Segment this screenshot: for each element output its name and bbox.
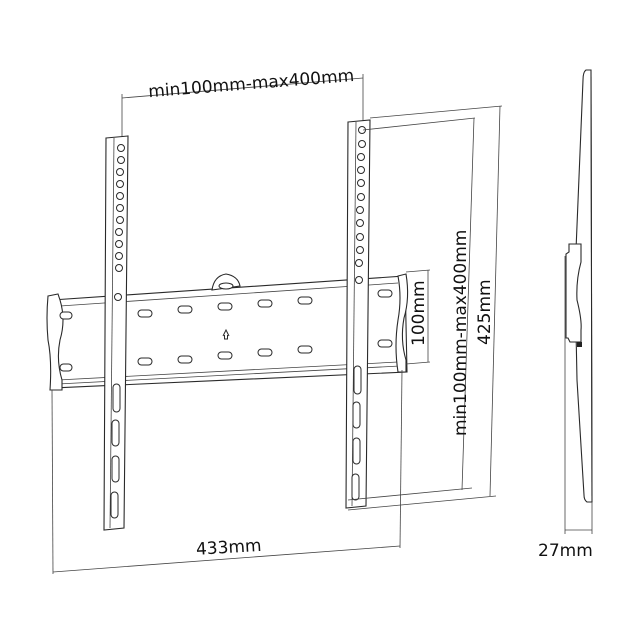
- arm-height-label: 425mm: [475, 279, 495, 345]
- overall-width-label: 433mm: [195, 536, 262, 560]
- right-arm: [345, 119, 371, 509]
- wall-plate-height-label: 100mm: [409, 280, 429, 346]
- dimension-vesa-horizontal: min100mm-max400mm: [121, 66, 364, 140]
- right-arm-holes: [355, 126, 366, 284]
- wall-plate: [46, 273, 409, 391]
- left-arm: [103, 135, 129, 531]
- dimension-wall-plate-height: 100mm: [405, 269, 431, 365]
- left-arm-slots: [110, 383, 121, 519]
- left-arm-holes: [114, 144, 125, 301]
- vesa-horizontal-label: min100mm-max400mm: [148, 66, 355, 102]
- right-arm-slots: [351, 365, 362, 501]
- dimension-overall-width: 433mm: [51, 369, 403, 575]
- side-view-clip: [577, 342, 582, 347]
- side-view: 27mm: [538, 69, 593, 561]
- vesa-vertical-label: min100mm-max400mm: [451, 230, 471, 436]
- dimension-arm-height: 425mm: [347, 105, 503, 511]
- plate-slots-top: [59, 289, 393, 320]
- plate-slots-bottom: [59, 339, 393, 372]
- depth-label: 27mm: [538, 541, 593, 561]
- dimension-vesa-vertical: min100mm-max400mm: [347, 117, 476, 501]
- up-arrow-icon: [222, 328, 230, 340]
